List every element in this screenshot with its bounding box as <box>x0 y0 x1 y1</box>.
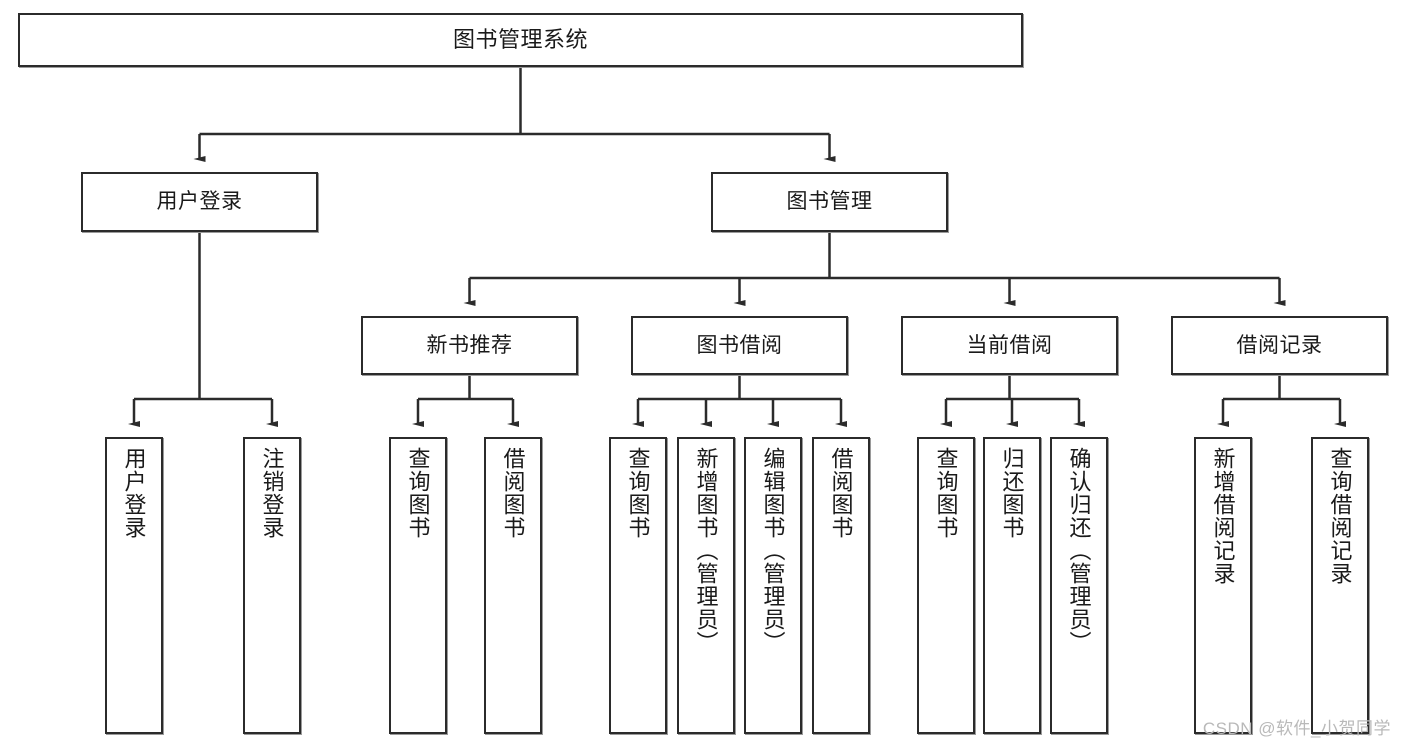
watermark: CSDN @软件_小贺同学 <box>1202 719 1391 738</box>
node-label: 查询借阅记录 <box>1327 447 1353 585</box>
node-label: 新增借阅记录 <box>1210 447 1236 585</box>
node-leaf-bb-query[interactable]: 查询图书 <box>609 437 667 734</box>
node-label: 借阅图书 <box>500 447 526 539</box>
node-label: 图书借阅 <box>696 333 783 357</box>
node-label: 查询图书 <box>933 447 959 539</box>
node-leaf-bb-add[interactable]: 新增图书（管理员） <box>677 437 735 734</box>
node-label: 图书管理 <box>786 190 873 214</box>
node-leaf-bb-edit[interactable]: 编辑图书（管理员） <box>744 437 802 734</box>
node-label: 确认归还（管理员） <box>1066 447 1092 654</box>
node-leaf-user-login[interactable]: 用户登录 <box>105 437 163 734</box>
node-book-manage[interactable]: 图书管理 <box>711 172 948 232</box>
node-label: 查询图书 <box>625 447 651 539</box>
node-leaf-rec-borrow[interactable]: 借阅图书 <box>484 437 542 734</box>
node-leaf-user-logout[interactable]: 注销登录 <box>243 437 301 734</box>
node-current-borrow[interactable]: 当前借阅 <box>901 316 1118 375</box>
node-label: 归还图书 <box>999 447 1025 539</box>
node-leaf-br-add[interactable]: 新增借阅记录 <box>1194 437 1252 734</box>
node-label: 当前借阅 <box>966 333 1053 357</box>
node-root[interactable]: 图书管理系统 <box>18 13 1023 67</box>
node-label: 借阅记录 <box>1236 333 1323 357</box>
node-leaf-rec-query[interactable]: 查询图书 <box>389 437 447 734</box>
node-leaf-cb-return[interactable]: 归还图书 <box>983 437 1041 734</box>
node-label: 借阅图书 <box>828 447 854 539</box>
node-leaf-cb-confirm[interactable]: 确认归还（管理员） <box>1050 437 1108 734</box>
node-label: 用户登录 <box>121 447 147 539</box>
node-label: 查询图书 <box>405 447 431 539</box>
node-label: 图书管理系统 <box>452 26 588 52</box>
node-book-borrow[interactable]: 图书借阅 <box>631 316 848 375</box>
node-label: 新增图书（管理员） <box>693 447 719 654</box>
node-label: 用户登录 <box>156 190 243 214</box>
node-label: 注销登录 <box>259 447 285 539</box>
node-borrow-record[interactable]: 借阅记录 <box>1171 316 1388 375</box>
node-new-book-rec[interactable]: 新书推荐 <box>361 316 578 375</box>
node-leaf-br-query[interactable]: 查询借阅记录 <box>1311 437 1369 734</box>
node-label: 新书推荐 <box>426 333 513 357</box>
node-leaf-cb-query[interactable]: 查询图书 <box>917 437 975 734</box>
node-user-login[interactable]: 用户登录 <box>81 172 318 232</box>
node-label: 编辑图书（管理员） <box>760 447 786 654</box>
node-leaf-bb-borrow[interactable]: 借阅图书 <box>812 437 870 734</box>
